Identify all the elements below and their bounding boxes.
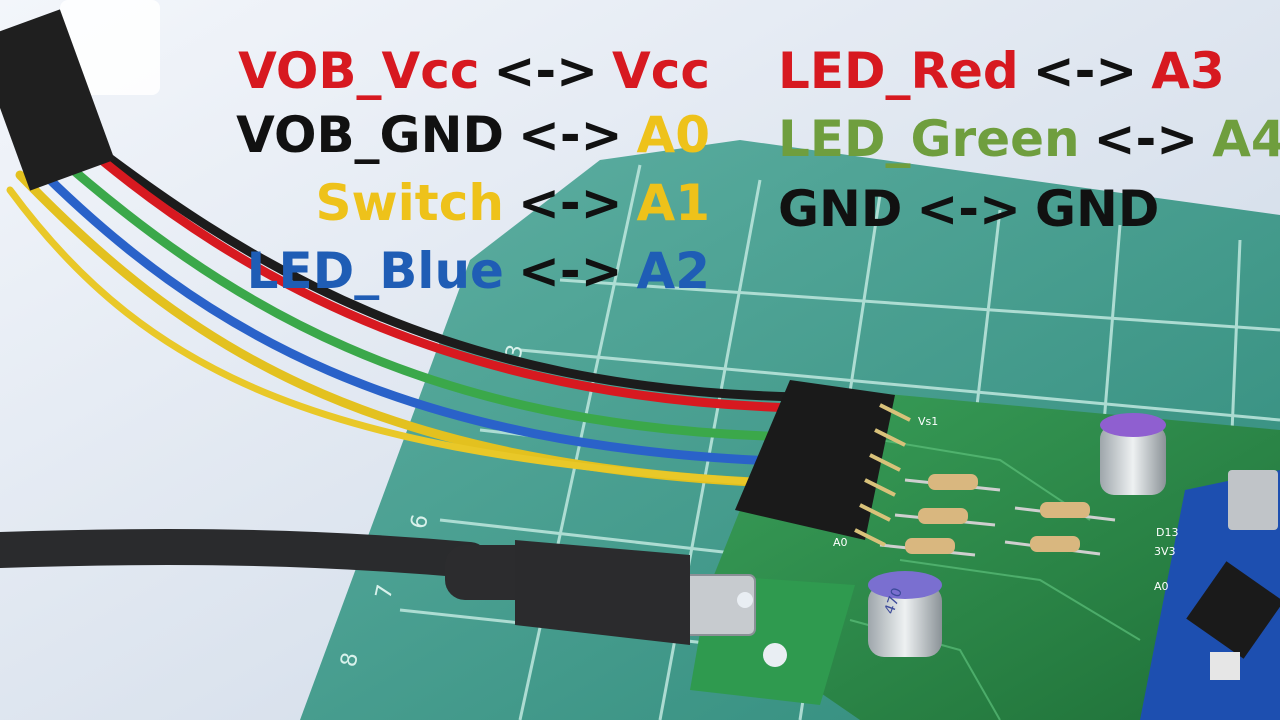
pcb-label-d13: D13	[1156, 526, 1178, 539]
mat-number-7: 7	[371, 582, 398, 601]
arrow-separator: <->	[518, 242, 623, 300]
connection-name: GND	[778, 180, 902, 238]
connection-pin: GND	[1035, 180, 1159, 238]
connection-switch: Switch <->A1	[315, 174, 710, 232]
pcb-label-3v3: 3V3	[1154, 545, 1176, 558]
connection-pin: Vcc	[612, 42, 710, 100]
pcb-label-vs1: Vs1	[918, 415, 938, 428]
pcb-label-a0: A0	[833, 536, 848, 549]
resistor	[1004, 536, 1101, 556]
connection-gnd: GND<->GND	[778, 180, 1159, 238]
connection-pin: A0	[637, 106, 711, 164]
mat-number-8: 8	[336, 650, 363, 669]
usb-cable	[0, 529, 488, 578]
connection-vob-gnd: VOB_GND<->A0	[236, 106, 710, 164]
resistors	[879, 474, 1116, 557]
connection-pin: A4	[1212, 110, 1280, 168]
usb-plug-body	[515, 540, 690, 645]
resistor	[894, 508, 996, 527]
capacitor-bottom: 470	[868, 571, 942, 657]
resistor	[879, 538, 976, 557]
connection-name: LED_Green	[778, 110, 1080, 168]
connection-led-green: LED_Green<->A4	[778, 110, 1280, 168]
capacitor-top	[1100, 413, 1166, 495]
arrow-separator: <->	[1094, 110, 1199, 168]
connection-vob-vcc: VOB_Vcc<->Vcc	[238, 42, 710, 100]
connection-name: VOB_GND	[236, 106, 504, 164]
dupont-connector-right	[735, 380, 895, 540]
connection-name: LED_Red	[778, 42, 1019, 100]
white-object	[60, 0, 160, 95]
arrow-separator: <->	[518, 174, 623, 232]
breakout-hole	[737, 592, 753, 608]
connection-pin: A3	[1151, 42, 1225, 100]
resistor	[904, 474, 1001, 492]
reset-button	[1210, 652, 1240, 680]
mini-usb-port	[1228, 470, 1278, 530]
header-pins	[854, 403, 911, 547]
resistor	[1014, 502, 1116, 522]
ribbon-wires	[6, 115, 805, 494]
connection-name: Switch	[315, 174, 503, 232]
connection-pin: A2	[637, 242, 711, 300]
connection-name: LED_Blue	[247, 242, 504, 300]
arrow-separator: <->	[493, 42, 598, 100]
connection-pin: A1	[637, 174, 711, 232]
dupont-connector-left	[0, 9, 115, 191]
mat-numbers: 3 6 7 8	[336, 342, 528, 669]
microcontroller-chip	[1186, 561, 1280, 659]
breakout-hole	[763, 643, 787, 667]
arrow-separator: <->	[1033, 42, 1138, 100]
mat-number-6: 6	[406, 512, 433, 531]
arrow-separator: <->	[916, 180, 1021, 238]
pcb-label-a0-nano: A0	[1154, 580, 1169, 593]
connection-name: VOB_Vcc	[238, 42, 479, 100]
connection-led-blue: LED_Blue<->A2	[247, 242, 710, 300]
usb-cable-strain-relief	[445, 545, 535, 600]
connection-led-red: LED_Red<->A3	[778, 42, 1225, 100]
arrow-separator: <->	[518, 106, 623, 164]
